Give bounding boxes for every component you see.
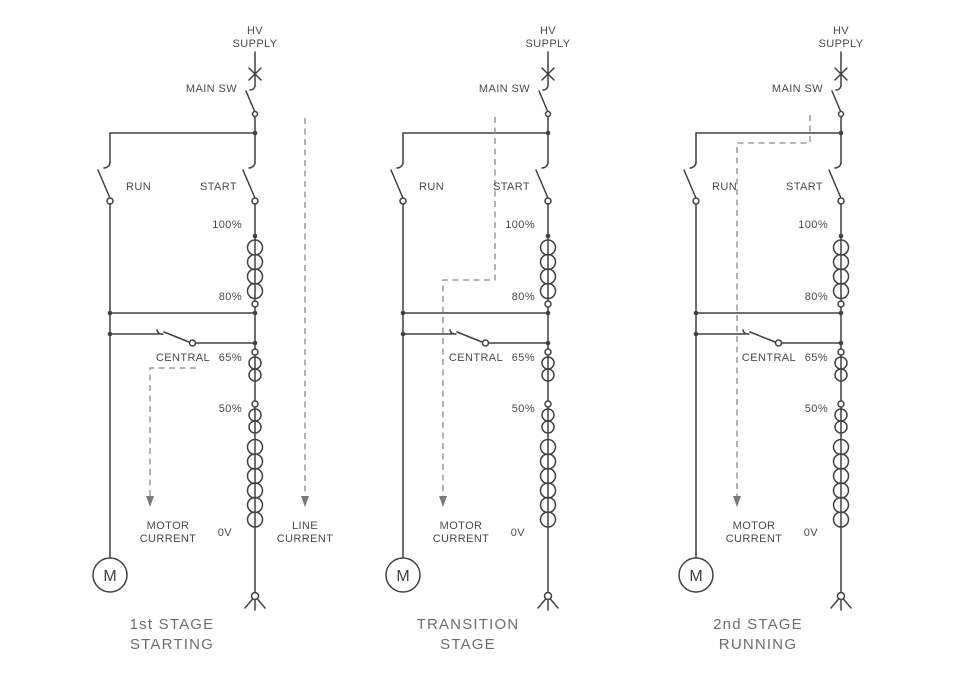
stage-caption-line2: STARTING [130,636,214,653]
start-label: START [200,181,237,193]
tap-50-label: 50% [512,403,535,415]
run-label: RUN [126,181,151,193]
tap-80-label: 80% [805,291,828,303]
hv-supply-label-2: SUPPLY [233,38,278,50]
motor-current-label-1: MOTOR [147,520,190,532]
motor-current-label-1: MOTOR [733,520,776,532]
tap-65-label: 65% [512,352,535,364]
stage-caption-line1: TRANSITION [417,616,520,633]
stage-caption-line1: 2nd STAGE [713,616,803,633]
run-label: RUN [419,181,444,193]
motor-current-path [442,117,496,496]
central-label: CENTRAL [742,352,796,364]
start-label: START [786,181,823,193]
motor-current-arrow-icon [733,496,741,507]
stage-caption-line2: STAGE [440,636,496,653]
hv-supply-label-2: SUPPLY [819,38,864,50]
panel-second-stage: HV SUPPLY MAIN SW RUN START 100% 80% CEN… [678,25,863,653]
line-current-label-2: CURRENT [277,533,334,545]
tap-65-label: 65% [219,352,242,364]
tap-0v-label: 0V [804,527,819,539]
panel-first-stage: HV SUPPLY MAIN SW RUN START 100% 80% CEN… [92,25,333,653]
tap-65-label: 65% [805,352,828,364]
motor-letter: M [103,568,116,585]
run-label: RUN [712,181,737,193]
panel-labels: HV SUPPLY MAIN SW RUN START 100% 80% CEN… [689,25,863,653]
motor-current-label-2: CURRENT [726,533,783,545]
current-flow-arrows [146,118,309,507]
start-label: START [493,181,530,193]
panel-labels: HV SUPPLY MAIN SW RUN START 100% 80% CEN… [396,25,570,653]
current-flow-arrows [733,115,811,507]
motor-letter: M [396,568,409,585]
tap-80-label: 80% [219,291,242,303]
hv-supply-label-1: HV [540,25,556,37]
stage-caption-line2: RUNNING [719,636,797,653]
hv-supply-label-1: HV [247,25,263,37]
tap-0v-label: 0V [218,527,233,539]
tap-100-label: 100% [212,219,242,231]
hv-supply-label-2: SUPPLY [526,38,571,50]
central-label: CENTRAL [449,352,503,364]
central-label: CENTRAL [156,352,210,364]
motor-current-arrow-icon [439,496,447,507]
panel-labels: HV SUPPLY MAIN SW RUN START 100% 80% CEN… [103,25,333,653]
tap-50-label: 50% [219,403,242,415]
tap-100-label: 100% [505,219,535,231]
motor-current-label-2: CURRENT [433,533,490,545]
motor-current-arrow-icon [146,496,154,507]
motor-current-path [149,367,196,496]
tap-100-label: 100% [798,219,828,231]
line-current-arrow-icon [301,496,309,507]
tap-80-label: 80% [512,291,535,303]
main-sw-label: MAIN SW [479,83,530,95]
tap-0v-label: 0V [511,527,526,539]
tap-50-label: 50% [805,403,828,415]
current-flow-arrows [439,117,496,507]
motor-current-label-2: CURRENT [140,533,197,545]
main-sw-label: MAIN SW [186,83,237,95]
motor-current-path [736,115,811,496]
motor-letter: M [689,568,702,585]
panel-transition-stage: HV SUPPLY MAIN SW RUN START 100% 80% CEN… [385,25,570,653]
stage-caption-line1: 1st STAGE [130,616,215,633]
hv-supply-label-1: HV [833,25,849,37]
line-current-label-1: LINE [292,520,318,532]
main-sw-label: MAIN SW [772,83,823,95]
motor-current-label-1: MOTOR [440,520,483,532]
